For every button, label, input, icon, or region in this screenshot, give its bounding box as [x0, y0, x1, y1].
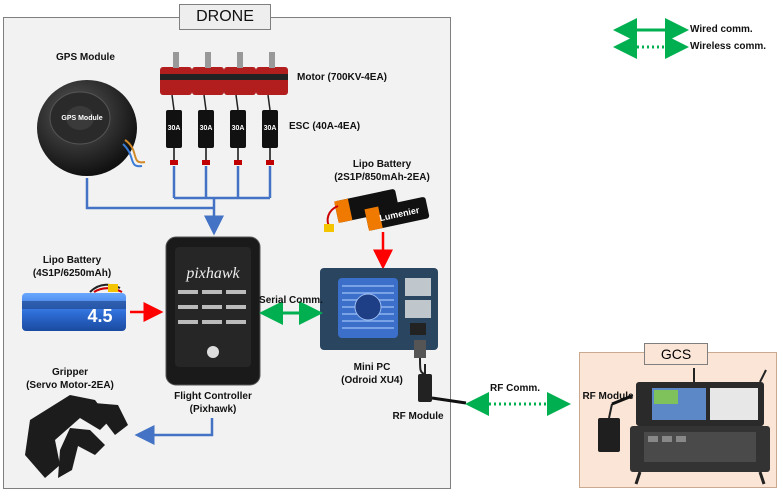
rf-module-gcs-image	[598, 394, 633, 452]
fc-to-gripper-arrow	[134, 418, 214, 445]
gps-to-fc-line	[85, 178, 214, 210]
rf-module-gcs-label: RF Module	[582, 391, 634, 402]
esc-device-text-3: 30A	[231, 125, 245, 132]
flight-controller-image	[165, 236, 261, 386]
serial-comm-label: Serial Comm.	[259, 295, 323, 306]
esc-to-fc-lines	[172, 166, 272, 200]
rf-module-drone-label: RF Module	[392, 411, 444, 422]
lipo-large-label-line2: (4S1P/6250mAh)	[32, 268, 112, 279]
legend-wired-label: Wired comm.	[690, 24, 753, 35]
gripper-image	[25, 395, 128, 478]
lipo-small-image	[324, 189, 430, 232]
rf-comm-label: RF Comm.	[490, 383, 540, 394]
lipo-large-image	[22, 283, 126, 331]
fc-label-line2: (Pixhawk)	[189, 404, 237, 415]
esc-device-text-1: 30A	[167, 125, 181, 132]
gripper-label-line1: Gripper	[51, 367, 89, 378]
esc-label: ESC (40A-4EA)	[289, 121, 361, 132]
esc-device-text-4: 30A	[263, 125, 277, 132]
mini-pc-image	[320, 268, 438, 358]
lipo-large-label-line1: Lipo Battery	[42, 255, 102, 266]
minipc-label-line1: Mini PC	[353, 362, 391, 373]
gps-module-image	[37, 80, 146, 176]
fc-label-line1: Flight Controller	[174, 391, 252, 402]
rf-module-drone-image	[418, 357, 467, 405]
gcs-title: GCS	[644, 343, 708, 365]
esc-images	[166, 110, 278, 165]
minipc-label-line2: (Odroid XU4)	[341, 375, 403, 386]
esc-device-text-2: 30A	[199, 125, 213, 132]
legend-wireless-label: Wireless comm.	[690, 41, 767, 52]
lipo-large-badge: 4.5	[87, 306, 112, 326]
lipo-small-label-line1: Lipo Battery	[352, 159, 412, 170]
fc-brand-text: pixhawk	[185, 265, 240, 282]
motor-images	[160, 52, 288, 111]
gcs-station-image	[630, 368, 770, 485]
drone-title: DRONE	[179, 4, 271, 30]
gripper-label-line2: (Servo Motor-2EA)	[26, 380, 114, 391]
gps-module-label: GPS Module	[56, 52, 115, 63]
lipo-small-label-line2: (2S1P/850mAh-2EA)	[334, 172, 430, 183]
gps-device-text: GPS Module	[61, 115, 103, 122]
motor-label: Motor (700KV-4EA)	[297, 72, 388, 83]
